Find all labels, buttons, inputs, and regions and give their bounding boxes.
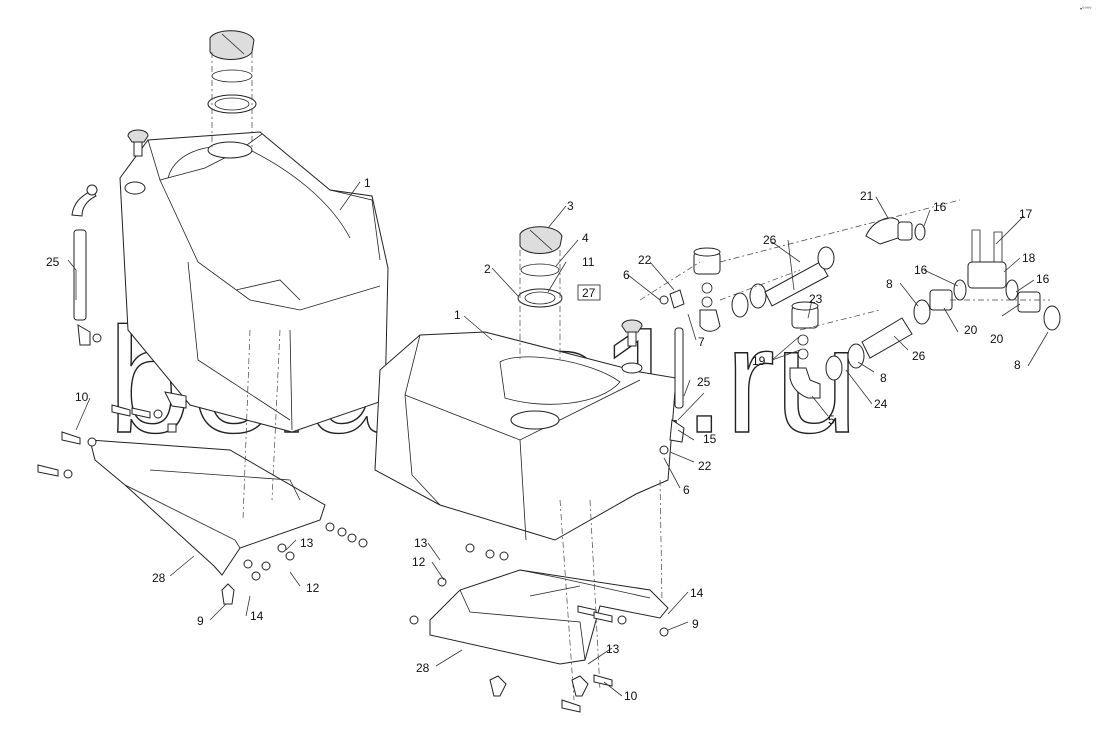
- left-fuel-tank: [119, 131, 389, 433]
- left-breather-plug: [127, 129, 149, 157]
- right-fuel-tank: [374, 331, 677, 541]
- left-mounting-bracket: [89, 329, 326, 576]
- label-6-upper: 6: [623, 268, 630, 282]
- label-6-lower: 6: [683, 483, 690, 497]
- label-14-right: 14: [690, 586, 704, 600]
- label-20-right: 20: [990, 332, 1004, 346]
- label-26-lower: 26: [912, 349, 926, 363]
- breather-plug-27: [621, 319, 643, 347]
- label-5: 5: [828, 413, 835, 427]
- label-2: 2: [484, 262, 491, 276]
- fuel-line-fittings: [639, 199, 1061, 399]
- label-10-right: 10: [624, 689, 638, 703]
- label-3: 3: [567, 199, 574, 213]
- label-1-right-tank: 1: [454, 308, 461, 322]
- label-24: 24: [874, 397, 888, 411]
- corner-mark: •°°°°: [1080, 7, 1092, 13]
- label-25-right: 25: [697, 375, 711, 389]
- right-mounting-bracket: [429, 479, 669, 701]
- label-9-left: 9: [197, 614, 204, 628]
- right-filler-cap-assembly: [517, 226, 563, 360]
- label-7: 7: [698, 335, 705, 349]
- label-4: 4: [582, 231, 589, 245]
- label-25-left: 25: [46, 255, 60, 269]
- label-28-left: 28: [152, 571, 166, 585]
- label-13-right: 13: [414, 536, 428, 550]
- label-23: 23: [809, 292, 823, 306]
- label-27-box: [577, 284, 601, 301]
- label-28-right: 28: [416, 661, 430, 675]
- label-16-right: 16: [1036, 272, 1050, 286]
- label-16-top: 16: [933, 200, 947, 214]
- label-8-left: 8: [886, 277, 893, 291]
- leader-lines: [67, 181, 1049, 697]
- label-8-center: 8: [880, 371, 887, 385]
- label-26-upper: 26: [763, 233, 777, 247]
- callout-labels: 1 1 2 3 4 11 27 6 22 7 25 15 22 6 26 23 …: [46, 176, 1050, 703]
- left-filler-cap-assembly: [207, 30, 257, 150]
- label-11: 11: [582, 255, 595, 269]
- label-15: 15: [703, 432, 717, 446]
- label-12-right: 12: [412, 555, 426, 569]
- label-22-lower: 22: [698, 459, 712, 473]
- label-13-bottom: 13: [606, 642, 620, 656]
- label-10-left: 10: [75, 390, 89, 404]
- label-22-upper: 22: [638, 253, 652, 267]
- left-bolt-group: [37, 404, 368, 605]
- label-9-right: 9: [692, 617, 699, 631]
- label-12-left: 12: [306, 581, 320, 595]
- label-14-left: 14: [250, 609, 264, 623]
- label-13-left: 13: [300, 536, 314, 550]
- label-17: 17: [1019, 207, 1033, 221]
- label-19: 19: [752, 354, 766, 368]
- left-hose-25: [71, 184, 102, 346]
- label-20-left: 20: [964, 323, 978, 337]
- label-1-left-tank: 1: [364, 176, 371, 190]
- label-18: 18: [1022, 251, 1036, 265]
- label-21: 21: [860, 189, 874, 203]
- label-8-right: 8: [1014, 358, 1021, 372]
- label-27: 27: [582, 286, 596, 300]
- label-16-left: 16: [914, 263, 928, 277]
- right-hose-25: [659, 289, 685, 455]
